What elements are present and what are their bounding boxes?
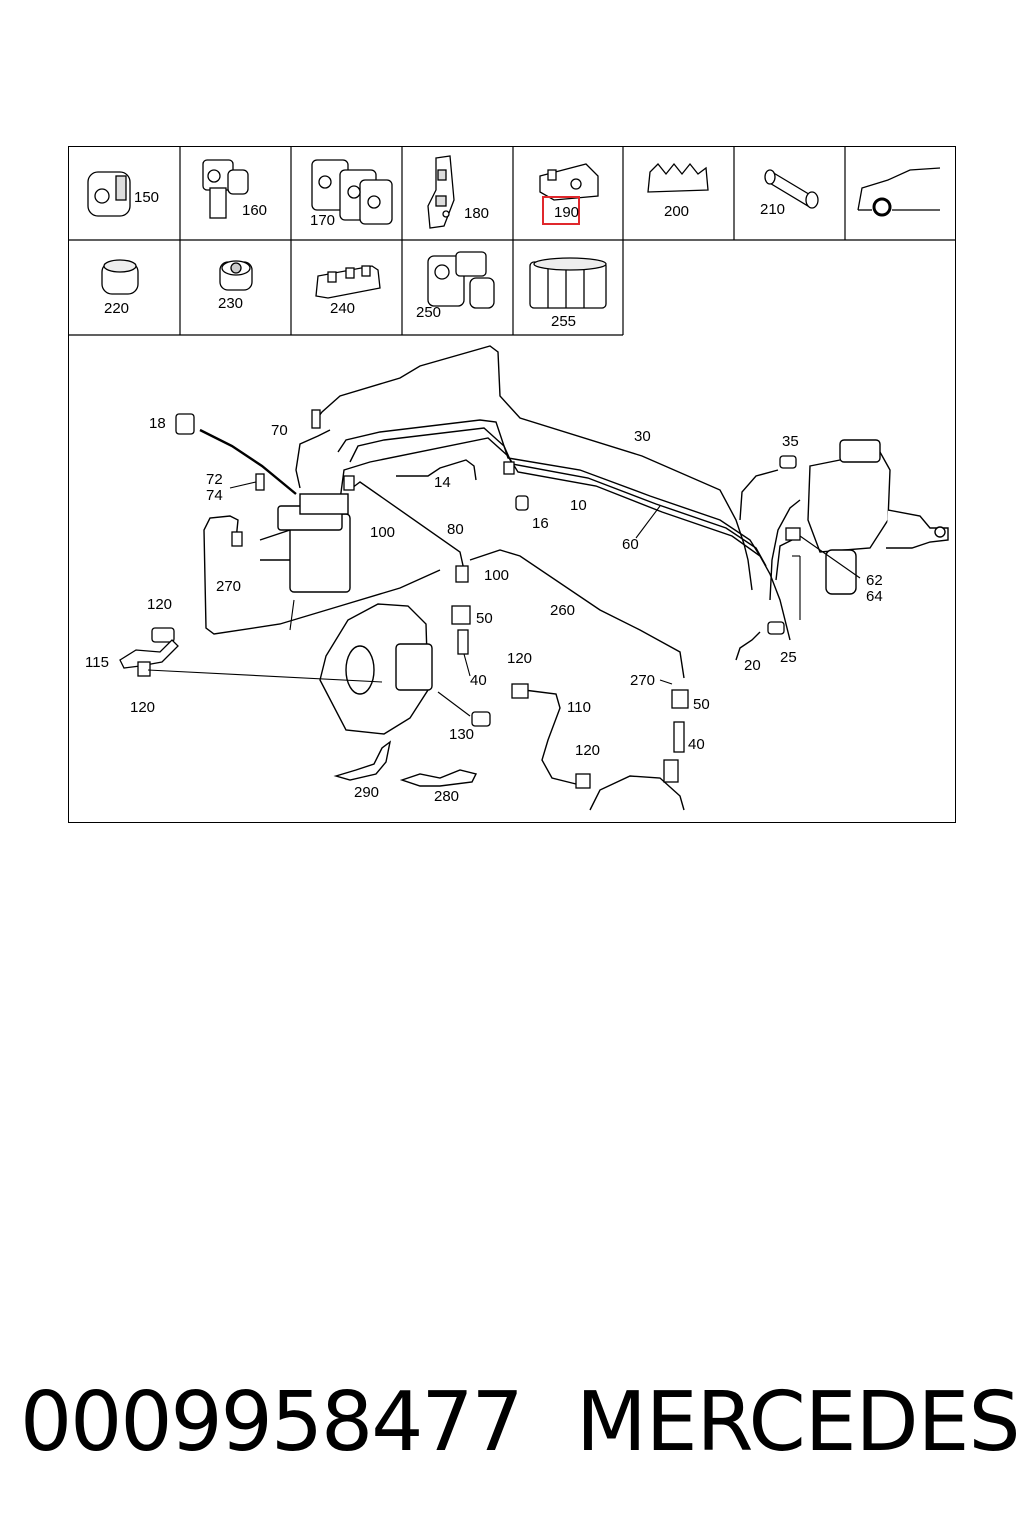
hose-40b xyxy=(673,721,685,753)
callout-110[interactable]: 110 xyxy=(567,699,591,716)
fitting-120d xyxy=(575,773,591,789)
highlight-box-190 xyxy=(542,196,580,225)
leader-lines xyxy=(147,428,861,717)
callout-50a[interactable]: 50 xyxy=(476,610,493,627)
clip-16 xyxy=(515,495,529,511)
callout-10[interactable]: 10 xyxy=(570,497,587,514)
callout-280[interactable]: 280 xyxy=(434,788,459,805)
callout-70[interactable]: 70 xyxy=(271,422,288,439)
callout-20[interactable]: 20 xyxy=(744,657,761,674)
part-170-clip-icon[interactable] xyxy=(311,159,393,225)
clip-18 xyxy=(175,413,195,435)
brake-lines xyxy=(203,345,801,785)
callout-100a[interactable]: 100 xyxy=(370,524,395,541)
part-190-clip-icon[interactable] xyxy=(539,163,599,201)
callout-120d[interactable]: 120 xyxy=(575,742,600,759)
callout-170[interactable]: 170 xyxy=(310,212,335,229)
abs-hydraulic-unit xyxy=(259,493,351,593)
callout-74[interactable]: 74 xyxy=(206,487,223,504)
fitting-120c xyxy=(511,683,529,699)
brake-disc xyxy=(319,603,433,735)
callout-18[interactable]: 18 xyxy=(149,415,166,432)
callout-270a[interactable]: 270 xyxy=(216,578,241,595)
callout-250[interactable]: 250 xyxy=(416,304,441,321)
fitting-60 xyxy=(503,461,515,475)
callout-210[interactable]: 210 xyxy=(760,201,785,218)
callout-270b[interactable]: 270 xyxy=(630,672,655,689)
part-250-clip-icon[interactable] xyxy=(427,251,495,309)
fitting-72 xyxy=(255,473,265,491)
callout-160[interactable]: 160 xyxy=(242,202,267,219)
bracket-280 xyxy=(399,769,478,787)
callout-50b[interactable]: 50 xyxy=(693,696,710,713)
callout-100b[interactable]: 100 xyxy=(484,567,509,584)
callout-30[interactable]: 30 xyxy=(634,428,651,445)
callout-40b[interactable]: 40 xyxy=(688,736,705,753)
fitting-100b xyxy=(455,565,469,583)
clamp-25 xyxy=(767,621,785,635)
parts-grid xyxy=(68,146,956,336)
bracket-290 xyxy=(333,740,392,781)
part-160-clip-icon[interactable] xyxy=(202,159,249,219)
bolt-130 xyxy=(471,711,491,727)
callout-290[interactable]: 290 xyxy=(354,784,379,801)
part-230-grommet-icon[interactable] xyxy=(219,260,253,291)
fitting-120b xyxy=(137,661,151,677)
hose-40a xyxy=(457,629,469,655)
callout-180[interactable]: 180 xyxy=(464,205,489,222)
callout-260[interactable]: 260 xyxy=(550,602,575,619)
callout-220[interactable]: 220 xyxy=(104,300,129,317)
part-240-clip-icon[interactable] xyxy=(315,265,381,299)
brand-name: MERCEDES xyxy=(576,1375,1021,1470)
clip-50a xyxy=(451,605,471,625)
part-footer: 0009958477 MERCEDES xyxy=(20,1368,1021,1478)
fitting-70 xyxy=(311,409,321,429)
callout-255[interactable]: 255 xyxy=(551,313,576,330)
car-location-icon xyxy=(857,167,941,217)
callout-190[interactable]: 190 xyxy=(554,204,579,221)
callout-14[interactable]: 14 xyxy=(434,474,451,491)
part-200-clip-icon[interactable] xyxy=(647,162,709,193)
callout-35[interactable]: 35 xyxy=(782,433,799,450)
callout-64[interactable]: 64 xyxy=(866,588,883,605)
fitting-rear xyxy=(663,759,679,783)
callout-200[interactable]: 200 xyxy=(664,203,689,220)
part-150-clip-icon[interactable] xyxy=(87,171,131,217)
part-number: 0009958477 xyxy=(20,1375,524,1470)
callout-72[interactable]: 72 xyxy=(206,471,223,488)
clamp-35 xyxy=(779,455,797,469)
callout-115[interactable]: 115 xyxy=(85,654,109,671)
line-115 xyxy=(119,639,179,669)
callout-40a[interactable]: 40 xyxy=(470,672,487,689)
callout-130[interactable]: 130 xyxy=(449,726,474,743)
parts-diagram-frame xyxy=(68,146,956,823)
fitting-62 xyxy=(785,527,801,541)
fitting-270 xyxy=(231,531,243,547)
callout-150[interactable]: 150 xyxy=(134,189,159,206)
fitting-100a xyxy=(343,475,355,491)
callout-60[interactable]: 60 xyxy=(622,536,639,553)
callout-240[interactable]: 240 xyxy=(330,300,355,317)
callout-120a[interactable]: 120 xyxy=(147,596,172,613)
callout-16[interactable]: 16 xyxy=(532,515,549,532)
clip-50b xyxy=(671,689,689,709)
callout-120c[interactable]: 120 xyxy=(507,650,532,667)
part-255-clip-icon[interactable] xyxy=(529,257,607,309)
brake-master-cylinder xyxy=(807,439,949,595)
part-220-sleeve-icon[interactable] xyxy=(101,259,139,295)
rear-brake-drum xyxy=(589,775,685,811)
callout-120b[interactable]: 120 xyxy=(130,699,155,716)
callout-230[interactable]: 230 xyxy=(218,295,243,312)
part-180-bracket-icon[interactable] xyxy=(427,155,455,229)
part-210-sleeve-icon[interactable] xyxy=(764,169,819,209)
callout-62[interactable]: 62 xyxy=(866,572,883,589)
callout-25[interactable]: 25 xyxy=(780,649,797,666)
callout-80[interactable]: 80 xyxy=(447,521,464,538)
fitting-120a xyxy=(151,627,175,643)
